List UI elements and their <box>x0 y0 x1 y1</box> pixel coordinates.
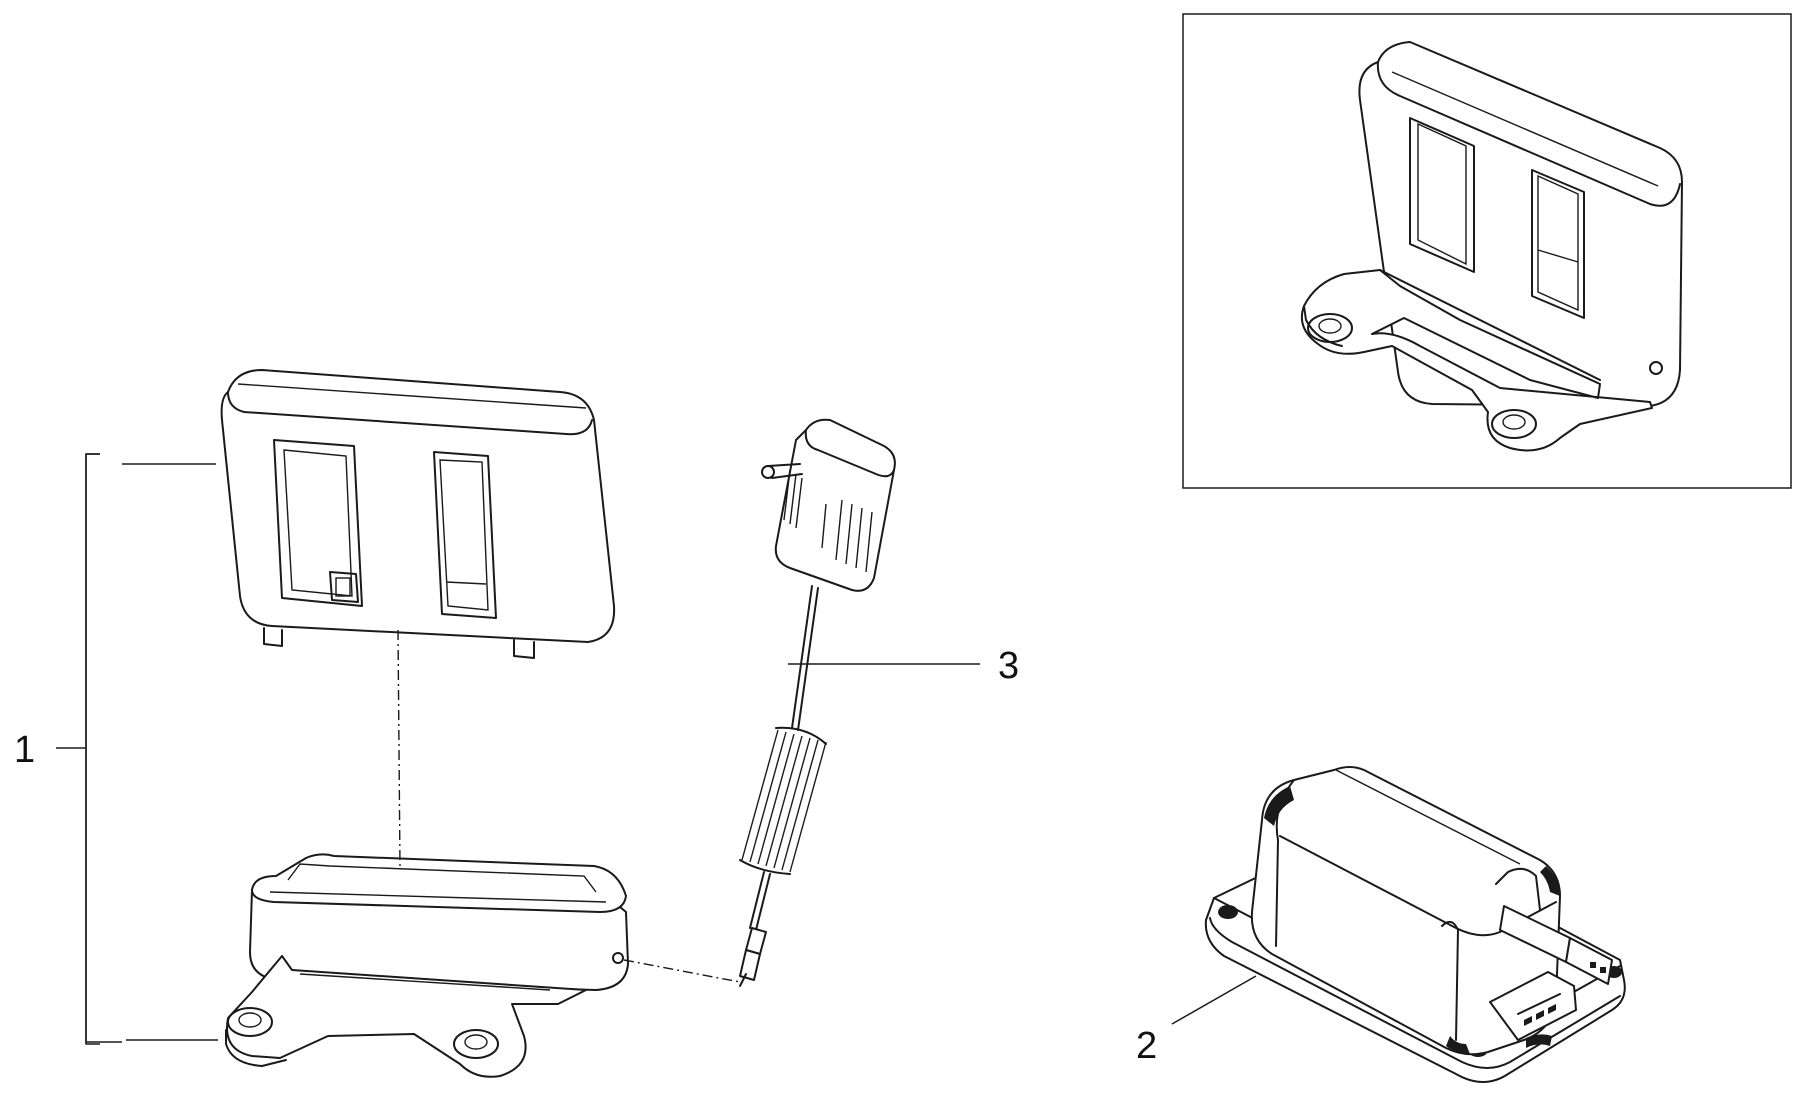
part-2-battery-pack <box>1204 766 1626 1083</box>
callout-label-1: 1 <box>14 729 35 771</box>
callout-label-3: 3 <box>998 645 1019 687</box>
callout-3: 3 <box>788 645 1019 687</box>
part-3-power-adapter <box>623 418 896 987</box>
callout-1: 1 <box>14 453 218 1045</box>
callout-2: 2 <box>1136 975 1257 1067</box>
part-1-charging-dock <box>220 369 629 1078</box>
inset-assembled-dock <box>1182 13 1792 489</box>
callout-label-2: 2 <box>1136 1025 1157 1067</box>
